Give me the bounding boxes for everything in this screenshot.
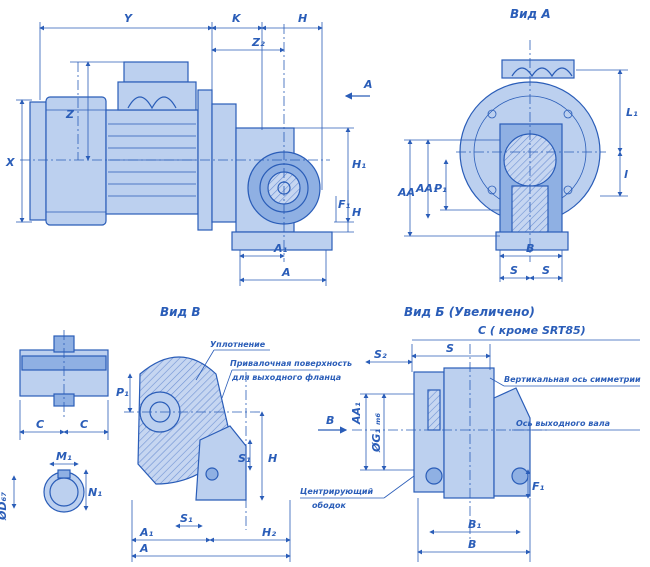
dim-h: H [298, 12, 307, 25]
dim-p1: P₁ [434, 182, 447, 195]
note-centering-rim-1: Центрирующий [300, 487, 374, 496]
view-v-detail: Вид В Уплотнение Привалочная поверхность… [116, 305, 352, 562]
dim-b1: B₁ [468, 518, 481, 531]
view-b-title: Вид Б (Увеличено) [404, 305, 535, 319]
dim-s-right: S [542, 264, 550, 277]
dim-h2: H₂ [262, 526, 276, 539]
dim-k: K [232, 12, 242, 25]
dim-h-lower: H [352, 206, 361, 219]
dim-d: ØD₆₇ [0, 492, 9, 521]
dim-a: A [281, 266, 291, 279]
dim-aa1: AA₁ [415, 182, 438, 195]
view-arrow-a-label: A [363, 78, 373, 91]
dim-b: B [526, 242, 534, 255]
dim-aa1-b: AA₁ [350, 402, 363, 425]
view-arrow-b-label: B [326, 414, 334, 427]
note-output-shaft-axis: Ось выходного вала [516, 419, 610, 428]
dim-a1-detail: A₁ [139, 526, 154, 539]
dim-s1-vert: S₁ [238, 452, 251, 465]
dim-l: l [624, 168, 628, 181]
dim-m1: M₁ [56, 450, 72, 463]
dim-c-left: C [36, 418, 44, 431]
dim-f1-b: F₁ [532, 480, 545, 493]
dim-a-detail: A [139, 542, 149, 555]
dim-n1: N₁ [88, 486, 102, 499]
dim-a1: A₁ [273, 242, 288, 255]
dim-c-right: C [80, 418, 88, 431]
view-v-shaft: C C M₁ N₁ ØD₆₇ [0, 330, 109, 521]
view-v-title: Вид В [160, 305, 201, 319]
view-b-top-note: C ( кроме SRT85) [478, 324, 586, 337]
note-vertical-axis: Вертикальная ось симметрии [504, 375, 641, 384]
dim-s2: S₂ [374, 348, 387, 361]
note-mount-surface: Привалочная поверхность [230, 359, 352, 368]
view-a-title: Вид A [510, 7, 551, 21]
main-side-view: Y K H Z₂ Z X H₁ F₁ H A₁ A A [5, 12, 373, 286]
dim-h1: H₁ [352, 158, 366, 171]
dim-z: Z [65, 108, 75, 121]
dim-g1: ØG₁ ₘ₆ [370, 413, 383, 453]
view-a: Вид A L₁ AA AA₁ P₁ [397, 7, 638, 282]
note-mount-surface-2: для выходного фланца [231, 373, 341, 382]
dim-h-detail: H [268, 452, 277, 465]
dim-x: X [5, 156, 15, 169]
view-b-enlarged: Вид Б (Увеличено) C ( кроме SRT85) [300, 305, 641, 562]
dim-y: Y [124, 12, 133, 25]
dim-b-b: B [468, 538, 476, 551]
dim-s-left: S [510, 264, 518, 277]
dim-aa: AA [397, 186, 415, 199]
dim-s: S [446, 342, 454, 355]
note-centering-rim-2: ободок [312, 500, 347, 510]
dim-l1: L₁ [626, 106, 638, 119]
dim-z2: Z₂ [251, 36, 265, 49]
note-seal: Уплотнение [210, 340, 266, 349]
dim-f1: F₁ [338, 198, 351, 211]
dim-s1: S₁ [180, 512, 193, 525]
dim-p1-detail: P₁ [116, 386, 129, 399]
